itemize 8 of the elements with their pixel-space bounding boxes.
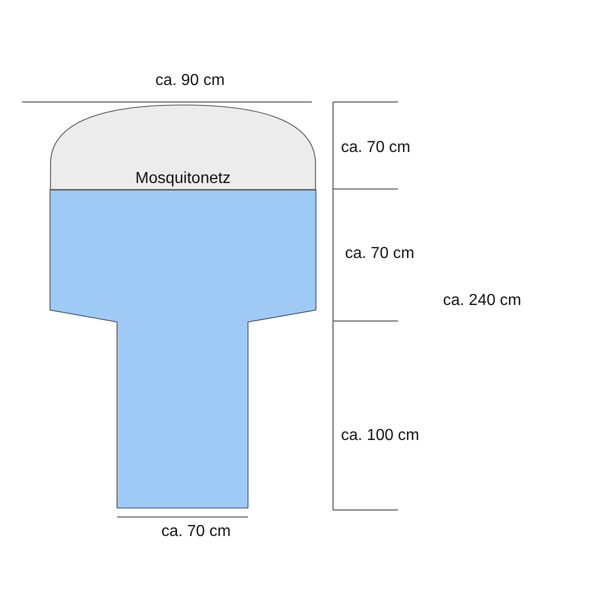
dimension-label: ca. 240 cm [443,292,522,310]
dimension-label: ca. 70 cm [341,139,410,157]
dimension-label: ca. 90 cm [155,72,225,90]
dimension-label: ca. 70 cm [345,245,414,263]
dimension-label: ca. 70 cm [161,523,231,541]
bag-body [50,190,316,508]
dimension-label: ca. 100 cm [341,427,420,445]
net-label: Mosquitonetz [135,170,231,188]
